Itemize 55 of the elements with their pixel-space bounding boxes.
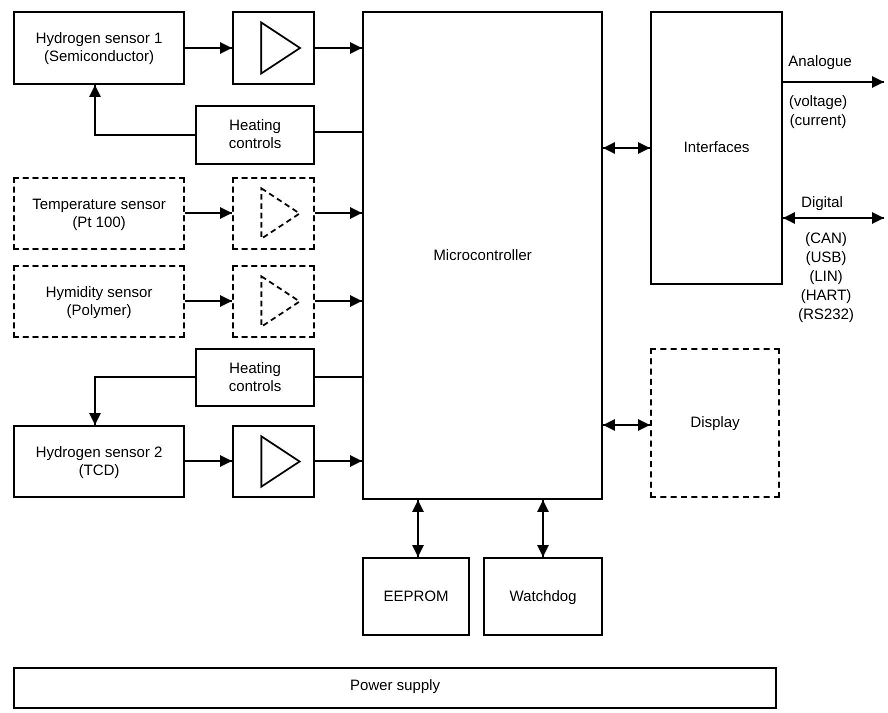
block-label: Heating controls — [228, 360, 282, 396]
block-label: Watchdog — [508, 588, 578, 606]
signal-label: (USB) — [806, 249, 846, 267]
edge-label: Digital — [801, 194, 843, 212]
amplifier-box — [232, 265, 315, 338]
amplifier-box — [232, 177, 315, 250]
arrow — [412, 500, 424, 557]
arrow — [783, 76, 884, 88]
arrow — [89, 85, 195, 136]
block-label: Temperature sensor (Pt 100) — [31, 196, 167, 232]
arrow — [603, 142, 650, 154]
block-box — [13, 265, 185, 338]
amplifier-box — [232, 11, 315, 85]
arrow — [315, 42, 362, 54]
arrow — [185, 42, 232, 54]
arrow — [185, 295, 232, 307]
arrow — [537, 500, 549, 557]
block-label: EEPROM — [382, 588, 450, 606]
block-label: Microcontroller — [432, 246, 533, 264]
block-box — [13, 425, 185, 498]
signal-label: (RS232) — [798, 306, 854, 324]
block-box — [650, 11, 783, 285]
signal-label: (HART) — [800, 287, 852, 305]
block-box — [13, 667, 777, 709]
arrow — [89, 376, 195, 425]
arrow — [315, 295, 362, 307]
connector-line — [315, 131, 362, 133]
signal-label: (LIN) — [809, 268, 843, 286]
block-box — [483, 557, 603, 636]
signal-label: (current) — [790, 112, 846, 130]
block-box — [362, 11, 603, 500]
block-label: Hymidity sensor (Polymer) — [44, 284, 154, 320]
edge-label: Analogue — [788, 53, 852, 71]
arrow — [603, 419, 650, 431]
arrow — [315, 455, 362, 467]
arrow — [185, 207, 232, 219]
block-label: Hydrogen sensor 2 (TCD) — [34, 444, 164, 480]
arrow — [783, 212, 884, 224]
block-box — [13, 11, 185, 85]
signal-label: (voltage) — [788, 93, 848, 111]
signal-label: (CAN) — [805, 230, 847, 248]
block-box — [650, 348, 780, 498]
block-label: Interfaces — [682, 139, 750, 157]
block-label: Display — [689, 414, 741, 432]
block-label: Power supply — [348, 677, 442, 695]
block-box — [362, 557, 470, 636]
block-label: Hydrogen sensor 1 (Semiconductor) — [34, 30, 164, 66]
arrow — [185, 455, 232, 467]
amplifier-box — [232, 425, 315, 498]
block-label: Heating controls — [228, 117, 282, 153]
block-box — [13, 177, 185, 250]
block-box — [195, 105, 315, 165]
connector-line — [315, 376, 362, 378]
arrow — [315, 207, 362, 219]
block-box — [195, 348, 315, 407]
